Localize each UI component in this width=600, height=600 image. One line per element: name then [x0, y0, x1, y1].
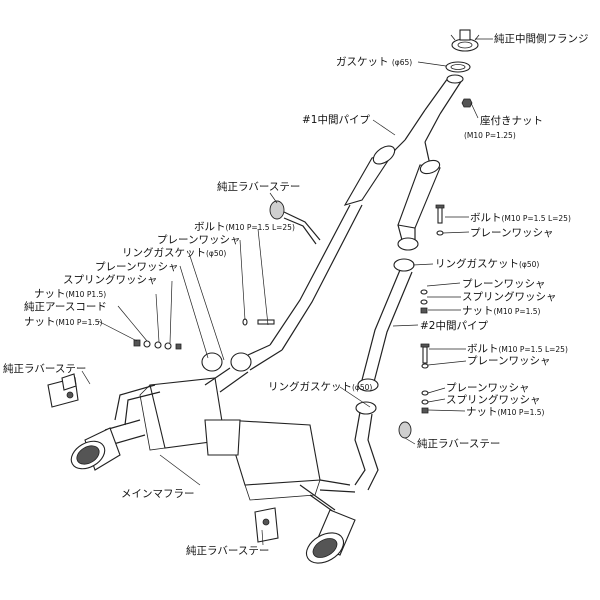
- left-fastener-stack: [133, 318, 275, 372]
- label-rubber-stay-left: 純正ラバーステー: [3, 363, 87, 375]
- label-bolt-right2: ボルト(M10 P=1.5 L=25): [467, 343, 568, 355]
- label-rubber-stay-top: 純正ラバーステー: [217, 181, 301, 193]
- label-oem-flange: 純正中間側フランジ: [494, 33, 589, 45]
- rubber-stay-left: [47, 373, 79, 408]
- label-seat-nut-spec: (M10 P=1.25): [464, 131, 516, 140]
- leader-lines: [81, 38, 493, 546]
- label-gasket-65: ガスケット (φ65): [336, 56, 412, 69]
- right-fastener-stack-2: [420, 343, 430, 414]
- rubber-stay-bottom: [254, 507, 279, 543]
- label-plain-washer-right4: プレーンワッシャ: [446, 382, 530, 394]
- gasket-65: [445, 61, 471, 73]
- label-plain-washer-right3: プレーンワッシャ: [467, 355, 551, 367]
- label-nut-right1: ナット(M10 P=1.5): [462, 305, 541, 317]
- label-ring-gasket-left: リングガスケット(φ50): [122, 247, 227, 259]
- pipe-1: [230, 74, 464, 372]
- right-fastener-stack-1: [420, 204, 445, 314]
- label-pipe-1: #1中間パイプ: [302, 114, 370, 126]
- label-main-muffler: メインマフラー: [121, 488, 195, 500]
- label-plain-washer-right1: プレーンワッシャ: [470, 227, 554, 239]
- label-bolt-left: ボルト(M10 P=1.5 L=25): [194, 221, 295, 233]
- label-plain-washer-left2: プレーンワッシャ: [95, 261, 179, 273]
- rubber-stay-top: [269, 200, 321, 245]
- main-muffler: [70, 367, 356, 564]
- label-rubber-stay-bottom: 純正ラバーステー: [186, 545, 270, 557]
- label-nut-left: ナット(M10 P1.5): [34, 288, 107, 300]
- label-bolt-right1: ボルト(M10 P=1.5 L=25): [470, 212, 571, 224]
- label-pipe-2: #2中間パイプ: [420, 320, 488, 332]
- label-ring-gasket-center: リングガスケット(φ50): [268, 381, 373, 393]
- label-spring-washer-left: スプリングワッシャ: [63, 274, 158, 286]
- label-earth-cord: 純正アースコード: [24, 301, 107, 313]
- label-nut-left2: ナット(M10 P=1.5): [24, 316, 103, 328]
- label-gasket-65-name: ガスケット: [336, 56, 389, 68]
- label-plain-washer-right2: プレーンワッシャ: [462, 278, 546, 290]
- label-seat-nut: 座付きナット: [480, 115, 543, 127]
- label-spring-washer-right2: スプリングワッシャ: [446, 394, 541, 406]
- label-ring-gasket-right: リングガスケット(φ50): [435, 258, 540, 270]
- rubber-stay-right: [398, 421, 412, 439]
- oem-flange: [450, 29, 480, 52]
- label-spring-washer-right1: スプリングワッシャ: [462, 291, 557, 303]
- label-rubber-stay-right: 純正ラバーステー: [417, 438, 501, 450]
- seat-nut: [461, 98, 473, 108]
- pipe-2: [354, 258, 415, 491]
- label-plain-washer-left: プレーンワッシャ: [157, 234, 241, 246]
- label-gasket-65-spec: (φ65): [391, 58, 413, 67]
- label-nut-right2: ナット(M10 P=1.5): [466, 406, 545, 418]
